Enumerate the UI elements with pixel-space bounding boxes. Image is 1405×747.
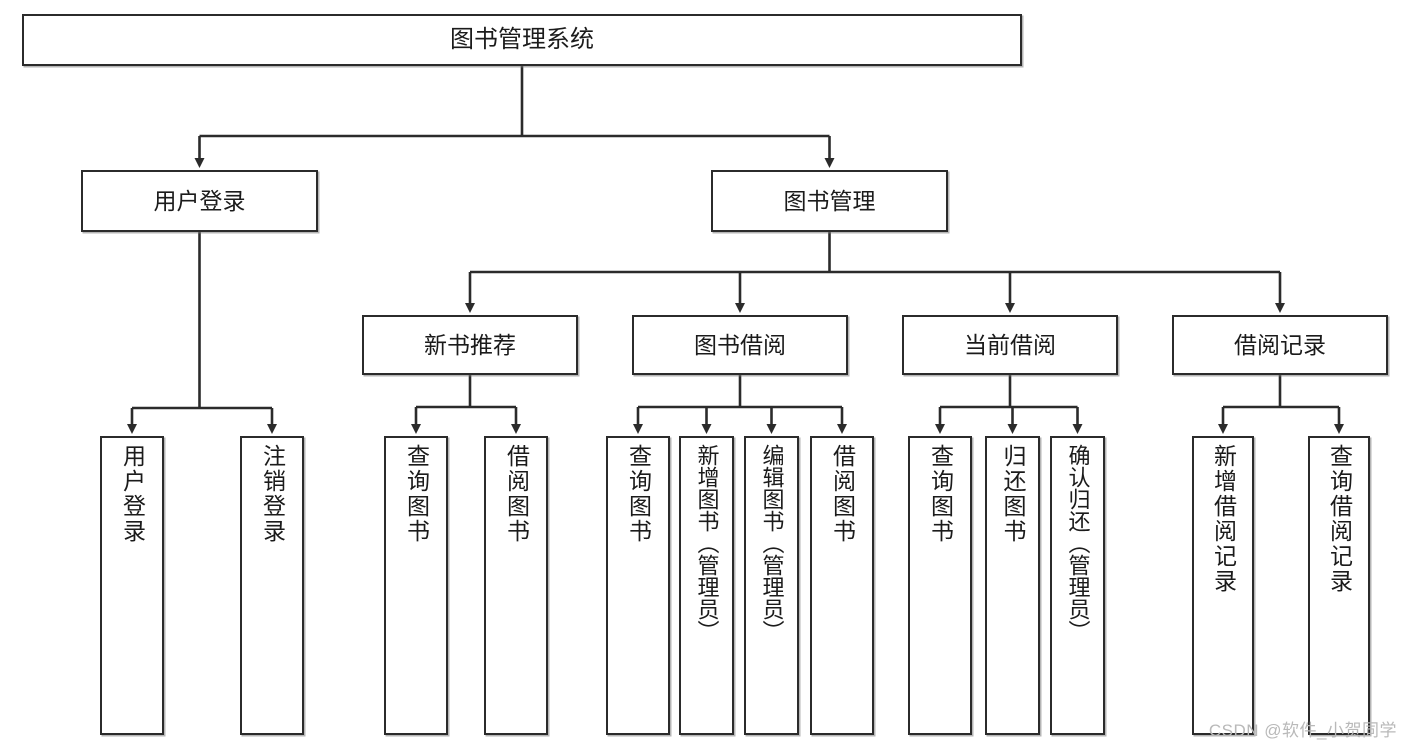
node-label: 图书借阅 [694, 331, 786, 358]
node-label: 确认归还（管理员） [1065, 444, 1091, 642]
node-root[interactable]: 图书管理系统 [22, 14, 1022, 66]
node-leaf-add-record[interactable]: 新增借阅记录 [1192, 436, 1254, 735]
node-leaf-borrow-book-1[interactable]: 借阅图书 [484, 436, 548, 735]
node-label: 查询图书 [625, 444, 652, 544]
node-leaf-query-record[interactable]: 查询借阅记录 [1308, 436, 1370, 735]
node-leaf-borrow-book-2[interactable]: 借阅图书 [810, 436, 874, 735]
node-leaf-confirm-return[interactable]: 确认归还（管理员） [1050, 436, 1105, 735]
node-leaf-query-book-2[interactable]: 查询图书 [606, 436, 670, 735]
node-leaf-return-book[interactable]: 归还图书 [985, 436, 1040, 735]
node-label: 查询图书 [403, 444, 430, 544]
node-label: 当前借阅 [964, 331, 1056, 358]
node-borrow-record[interactable]: 借阅记录 [1172, 315, 1388, 375]
node-label: 查询借阅记录 [1326, 444, 1353, 594]
node-new-book-recommend[interactable]: 新书推荐 [362, 315, 578, 375]
node-label: 查询图书 [927, 444, 954, 544]
node-label: 新书推荐 [424, 331, 516, 358]
node-leaf-query-book-1[interactable]: 查询图书 [384, 436, 448, 735]
node-label: 图书管理系统 [450, 26, 594, 54]
node-label: 用户登录 [153, 187, 246, 214]
node-label: 归还图书 [1000, 444, 1026, 544]
node-leaf-query-book-3[interactable]: 查询图书 [908, 436, 972, 735]
node-book-borrow[interactable]: 图书借阅 [632, 315, 848, 375]
node-label: 借阅记录 [1234, 331, 1326, 358]
node-leaf-edit-book-admin[interactable]: 编辑图书（管理员） [744, 436, 799, 735]
node-leaf-user-login[interactable]: 用户登录 [100, 436, 164, 735]
node-label: 编辑图书（管理员） [759, 444, 785, 642]
node-user-login[interactable]: 用户登录 [81, 170, 318, 232]
node-label: 借阅图书 [829, 444, 856, 544]
node-label: 新增图书（管理员） [694, 444, 720, 642]
watermark: CSDN @软件_小贺同学 [1208, 721, 1397, 740]
node-label: 注销登录 [259, 444, 286, 544]
node-current-borrow[interactable]: 当前借阅 [902, 315, 1118, 375]
node-leaf-user-logout[interactable]: 注销登录 [240, 436, 304, 735]
node-label: 新增借阅记录 [1210, 444, 1237, 594]
node-label: 图书管理 [783, 187, 876, 214]
node-book-manage[interactable]: 图书管理 [711, 170, 948, 232]
node-label: 借阅图书 [503, 444, 530, 544]
node-label: 用户登录 [119, 444, 146, 544]
node-leaf-add-book-admin[interactable]: 新增图书（管理员） [679, 436, 734, 735]
